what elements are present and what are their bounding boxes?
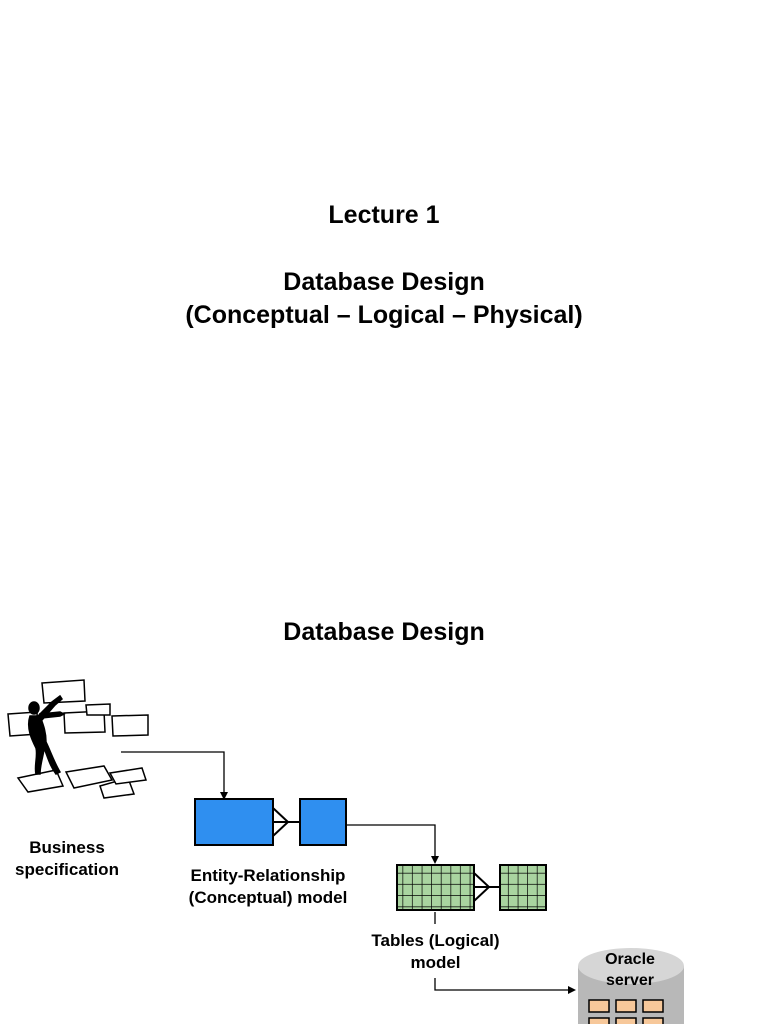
er-label-line1: Entity-Relationship [190, 866, 346, 885]
table-relationship-line [473, 872, 500, 902]
business-label-line2: specification [15, 860, 119, 879]
connector-tables-to-server [434, 978, 576, 994]
connector-er-to-tables [346, 824, 439, 864]
er-label-line2: (Conceptual) model [188, 888, 348, 907]
tables-model-label: Tables (Logical) model [348, 930, 523, 974]
oracle-label-line2: server [605, 972, 655, 989]
er-model-icon [194, 798, 347, 846]
er-model-label: Entity-Relationship (Conceptual) model [168, 865, 368, 909]
tables-label-line1: Tables (Logical) [371, 931, 500, 950]
relationship-line [272, 807, 300, 837]
logical-tables-icon [396, 864, 547, 911]
lecture-title: Lecture 1 [328, 201, 440, 229]
entity-box-right [299, 798, 347, 846]
table-grid-right [499, 864, 547, 911]
oracle-label-line1: Oracle [605, 951, 655, 968]
table-grid-left [396, 864, 475, 911]
oracle-server-label: Oracle server [580, 949, 680, 991]
page-title: Database Design [283, 268, 485, 296]
business-specification-label: Business specification [0, 837, 134, 881]
connector-business-to-er [121, 751, 228, 800]
entity-box-left [194, 798, 274, 846]
database-cylinder-icon [578, 948, 684, 1024]
person-with-papers-icon [7, 679, 149, 799]
diagram-title: Database Design [283, 618, 485, 646]
business-label-line1: Business [29, 838, 105, 857]
tables-label-line2: model [410, 953, 461, 972]
page-subtitle: (Conceptual – Logical – Physical) [185, 301, 583, 329]
